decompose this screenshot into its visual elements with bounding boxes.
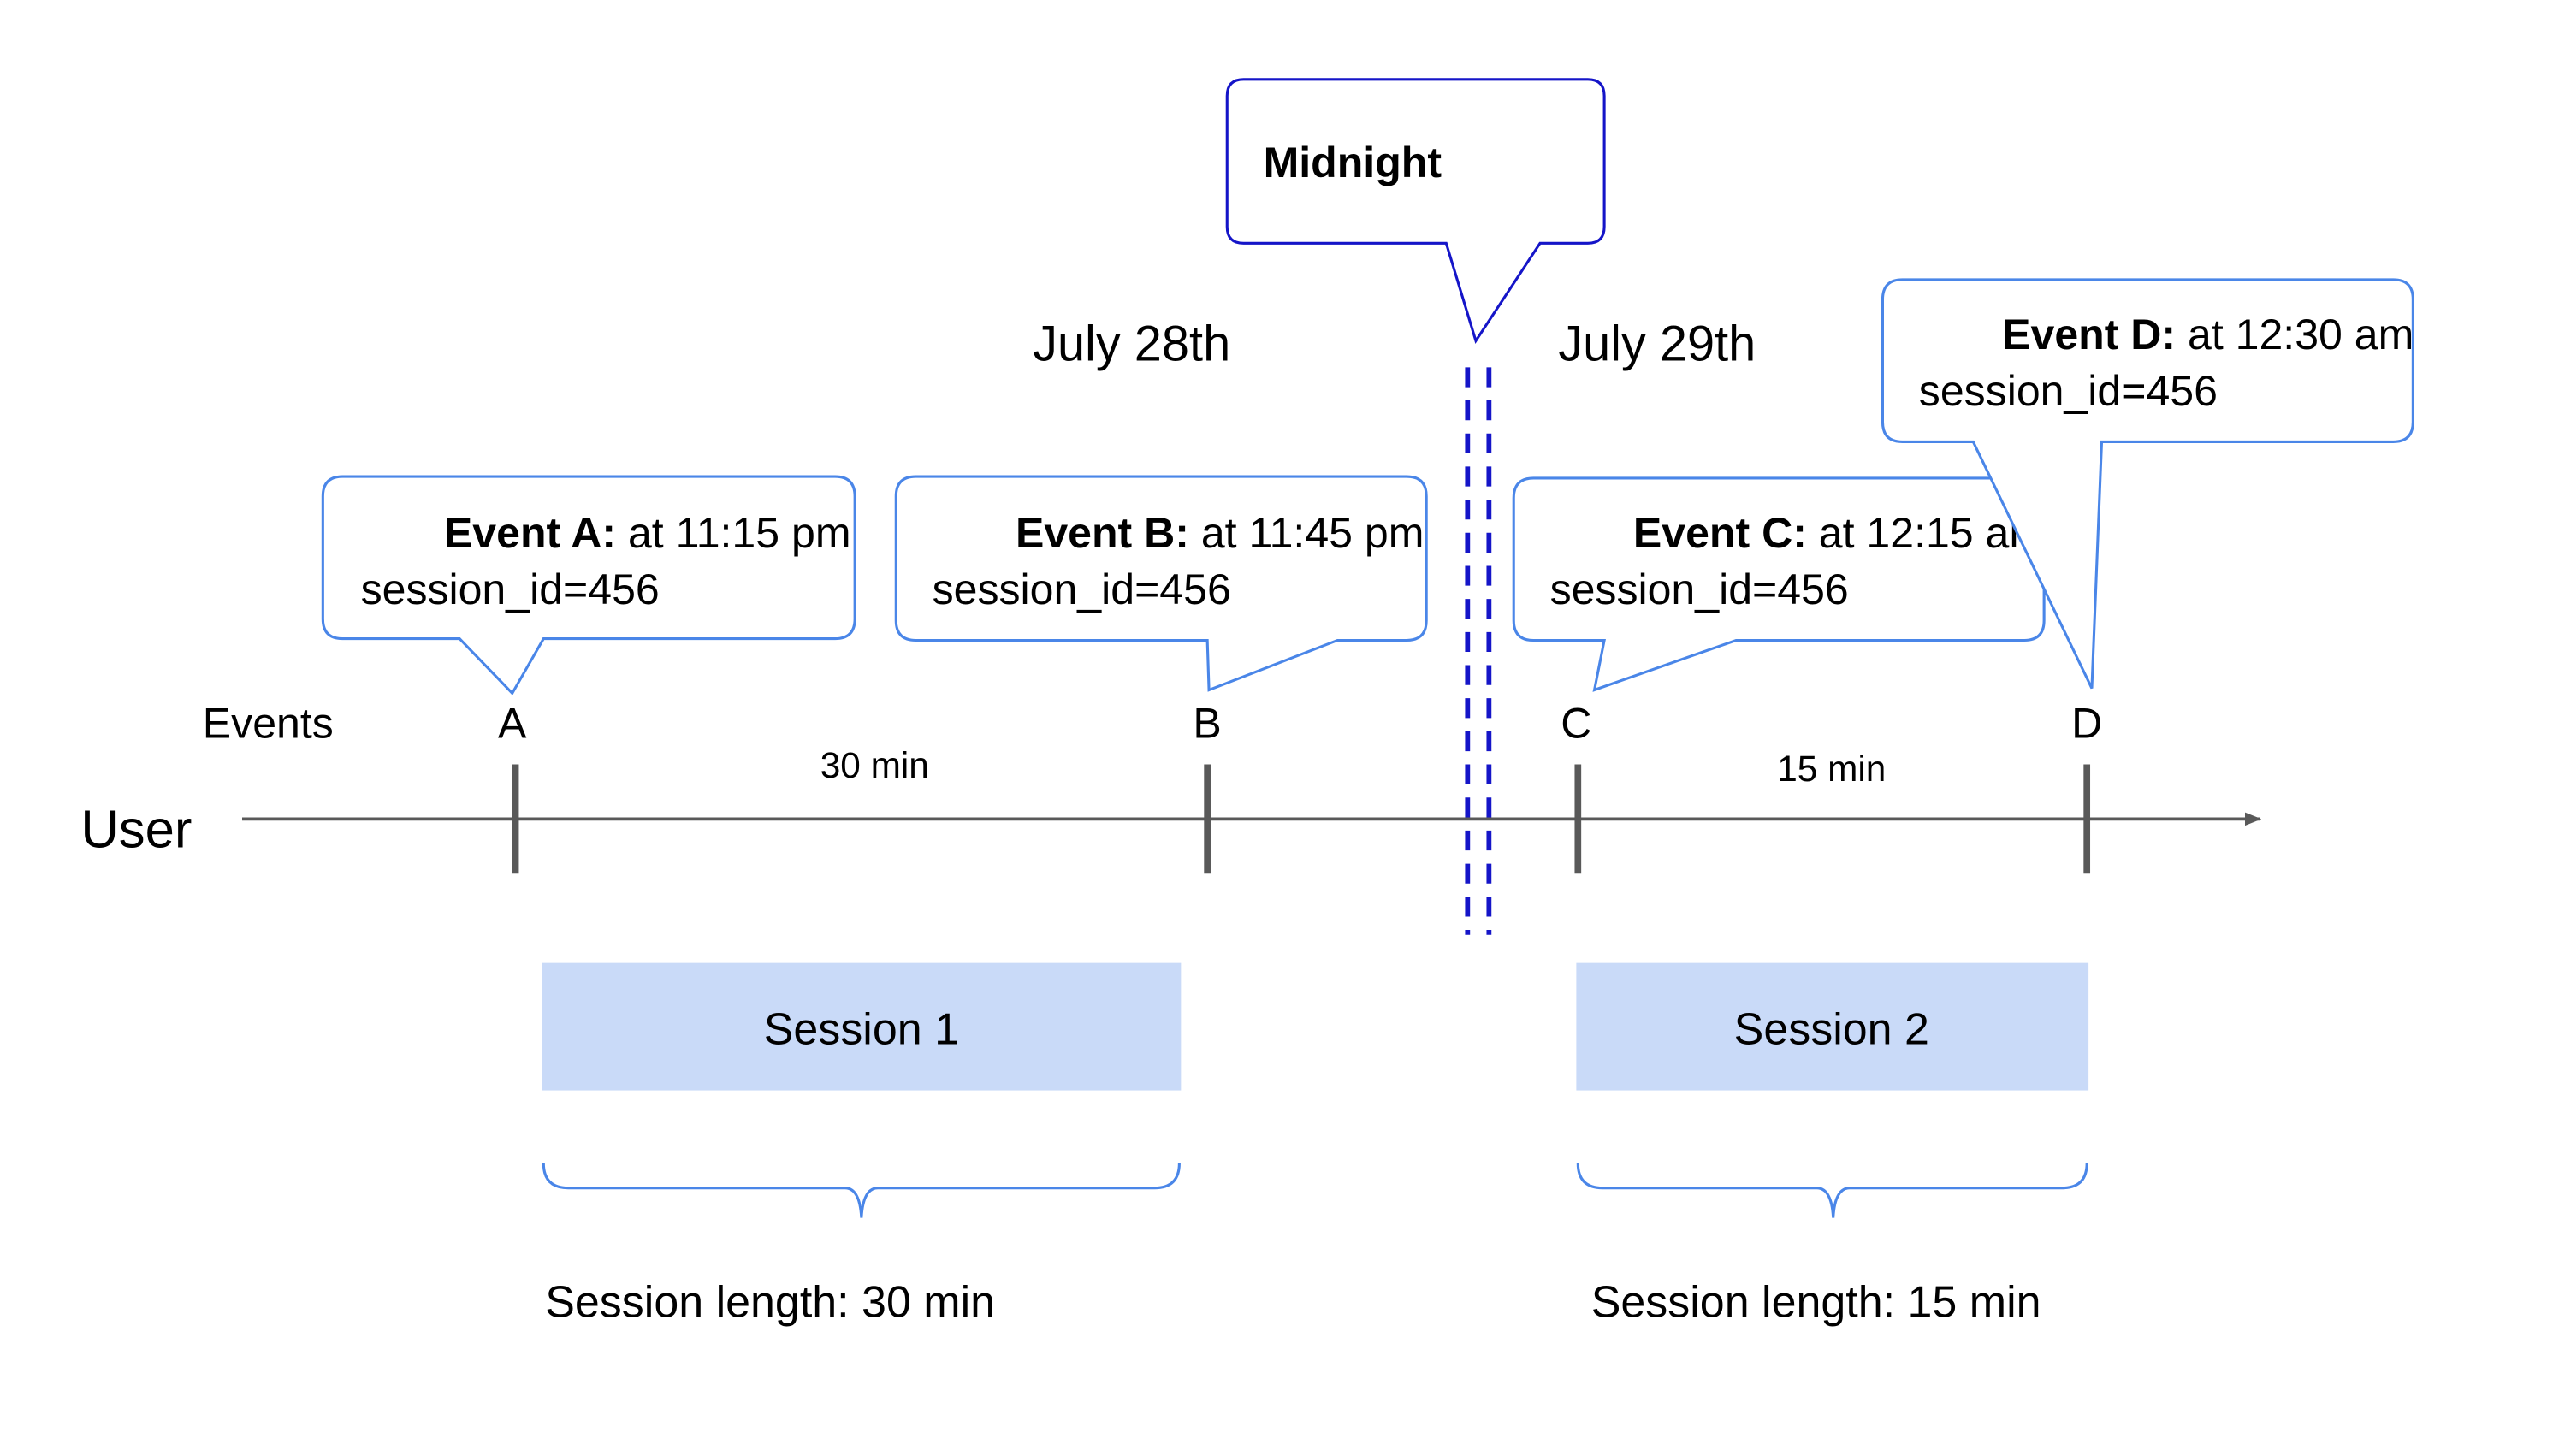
event-b-marker-label: B — [1193, 700, 1221, 748]
session-2-brace — [1576, 1163, 2088, 1218]
date-after-midnight: July 29th — [1558, 317, 1756, 372]
session-2-length: Session length: 15 min — [1591, 1277, 2041, 1327]
event-a-marker-label: A — [498, 700, 527, 748]
event-c-time: at 12:15 am — [1807, 509, 2045, 557]
event-d-callout-bubble — [1881, 278, 2414, 690]
session-1-length: Session length: 30 min — [545, 1277, 995, 1327]
event-b-description: Event B: at 11:45 pm — [933, 509, 1484, 557]
session-2-bar — [1576, 962, 2089, 1091]
session-2-label: Session 2 — [1734, 1004, 1929, 1054]
event-b-time: at 11:45 pm — [1189, 509, 1424, 557]
event-a-callout-bubble — [321, 475, 856, 695]
event-c-description: Event C: at 12:15 am — [1550, 509, 2105, 557]
event-d-title: Event D: — [2002, 311, 2176, 358]
event-a-callout: Event A: at 11:15 pm session_id=456 — [321, 475, 910, 695]
event-a-description: Event A: at 11:15 pm — [361, 509, 910, 557]
session-1-bar — [542, 962, 1182, 1091]
event-b-callout-bubble — [894, 475, 1428, 692]
event-c-callout: Event C: at 12:15 am session_id=456 — [1512, 476, 2105, 692]
event-a-title: Event A: — [444, 509, 616, 557]
date-before-midnight: July 28th — [1033, 317, 1230, 372]
interval-a-b-label: 30 min — [820, 745, 929, 785]
event-a-time: at 11:15 pm — [616, 509, 850, 557]
event-c-session-id: session_id=456 — [1550, 565, 1849, 613]
midnight-label: Midnight — [1264, 139, 1442, 186]
event-b-callout: Event B: at 11:45 pm session_id=456 — [894, 475, 1484, 692]
midnight-callout: Midnight — [1225, 78, 1606, 345]
events-row-label: Events — [203, 700, 334, 748]
session-2-box: Session 2 — [1576, 962, 2089, 1091]
event-d-callout: Event D: at 12:30 am session_id=456 — [1881, 278, 2473, 690]
midnight-callout-bubble — [1225, 78, 1606, 345]
interval-c-d-label: 15 min — [1777, 749, 1886, 789]
session-1-brace — [542, 1163, 1181, 1218]
event-d-description: Event D: at 12:30 am — [1919, 311, 2473, 358]
midnight-line — [1465, 367, 1492, 935]
user-row-label: User — [80, 800, 192, 859]
event-d-session-id: session_id=456 — [1919, 367, 2218, 415]
event-d-time: at 12:30 am — [2176, 311, 2414, 358]
event-d-marker-label: D — [2071, 700, 2102, 748]
event-c-title: Event C: — [1633, 509, 1807, 557]
session-1-label: Session 1 — [764, 1004, 959, 1054]
event-c-marker-label: C — [1561, 700, 1591, 748]
event-b-session-id: session_id=456 — [933, 565, 1231, 613]
event-b-title: Event B: — [1016, 509, 1189, 557]
session-1-box: Session 1 — [542, 962, 1182, 1091]
event-a-session-id: session_id=456 — [361, 565, 660, 613]
